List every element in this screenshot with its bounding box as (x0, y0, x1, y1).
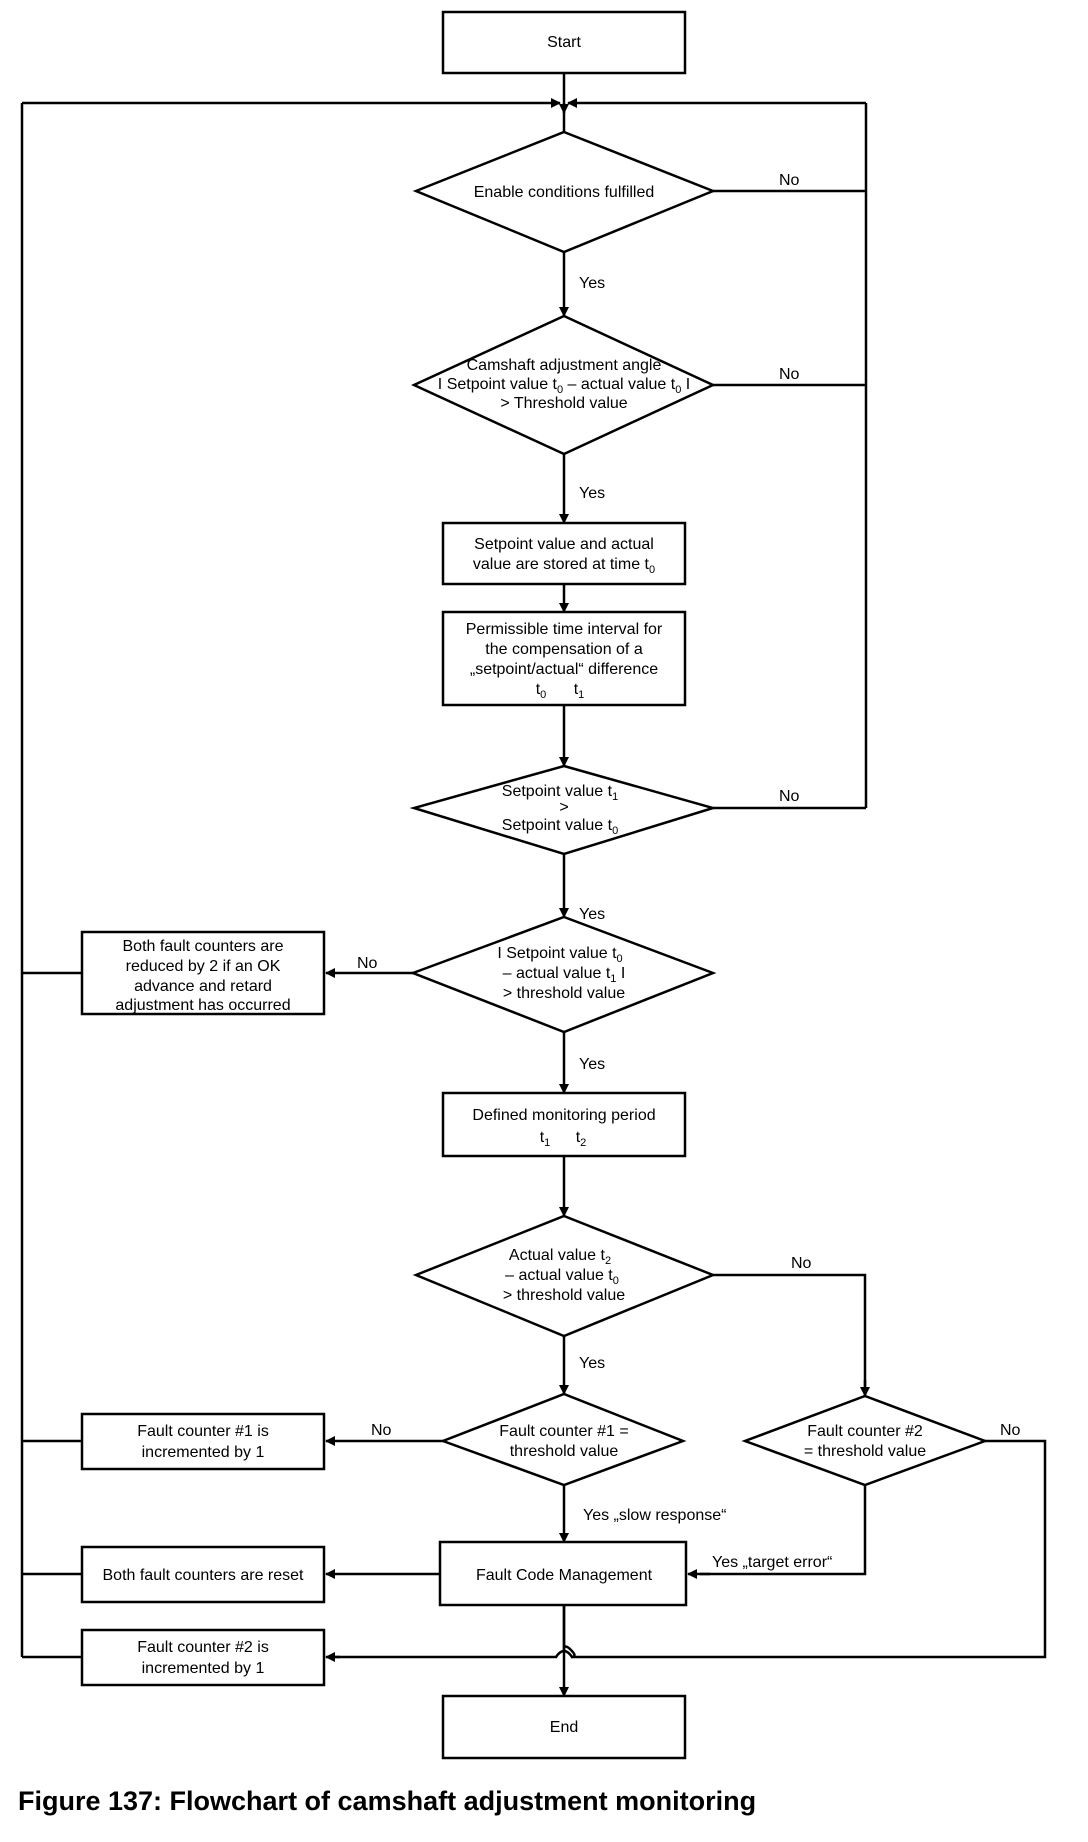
reset-process: Both fault counters are reset (80, 1545, 326, 1604)
stored-line2: value are stored at time t0 (473, 556, 655, 576)
fc1-check-decision: Fault counter #1 = threshold value (439, 1392, 687, 1487)
label-no-enable: No (779, 172, 800, 189)
setpoint-line2: > (559, 799, 568, 816)
fc2-check-decision: Fault counter #2 = threshold value (741, 1394, 989, 1487)
reduced-line2: reduced by 2 if an OK (126, 958, 281, 975)
actual-line2: – actual value t0 (505, 1267, 619, 1287)
setpoint-line3: Setpoint value t0 (502, 817, 618, 837)
monitoring-process: Defined monitoring period t1 t2 (441, 1091, 687, 1158)
connectors (20, 73, 1047, 1697)
label-target-error: Yes „target error“ (712, 1554, 832, 1571)
actual-line1: Actual value t2 (509, 1247, 611, 1267)
interval-t1: t1 (574, 681, 585, 701)
reduced-line4: adjustment has occurred (115, 997, 290, 1014)
interval-process: Permissible time interval for the compen… (441, 610, 687, 707)
label-no-fc1: No (371, 1422, 392, 1439)
start-node: Start (441, 10, 687, 75)
label-no-fc2: No (1000, 1422, 1021, 1439)
interval-line3: „setpoint/actual“ difference (470, 661, 658, 678)
diff-line2: – actual value t1 I (503, 965, 626, 985)
edge-labels: No Yes No Yes No Yes No Yes No Yes No No… (357, 172, 1021, 1571)
figure-caption: Figure 137: Flowchart of camshaft adjust… (18, 1786, 757, 1816)
both-reduced-process: Both fault counters are reduced by 2 if … (80, 930, 326, 1016)
label-yes-enable: Yes (579, 275, 605, 292)
fc2-inc-line2: incremented by 1 (142, 1660, 265, 1677)
end-label: End (550, 1719, 578, 1736)
monitoring-t1: t1 (540, 1129, 551, 1149)
camshaft-line1: Camshaft adjustment angle (467, 357, 662, 374)
fc1-inc-line2: incremented by 1 (142, 1444, 265, 1461)
label-no-setpoint: No (779, 788, 800, 805)
interval-line1: Permissible time interval for (466, 621, 663, 638)
enable-decision: Enable conditions fulfilled (412, 130, 717, 254)
end-node: End (441, 1694, 687, 1760)
fc1-inc-line1: Fault counter #1 is (137, 1423, 269, 1440)
monitoring-line1: Defined monitoring period (472, 1107, 655, 1124)
fc1-check-line2: threshold value (510, 1443, 619, 1460)
label-no-actual: No (791, 1255, 812, 1272)
actual-decision: Actual value t2 – actual value t0 > thre… (412, 1214, 717, 1338)
label-slow-response: Yes „slow response“ (583, 1507, 726, 1524)
stored-line1: Setpoint value and actual (474, 536, 654, 553)
fault-management-label: Fault Code Management (476, 1567, 653, 1584)
camshaft-line3: > Threshold value (500, 395, 627, 412)
label-yes-actual: Yes (579, 1355, 605, 1372)
interval-line2: the compensation of a (485, 641, 643, 658)
fault-management-process: Fault Code Management (438, 1540, 688, 1607)
stored-process: Setpoint value and actual value are stor… (441, 521, 687, 586)
diff-line3: > threshold value (503, 985, 625, 1002)
start-label: Start (547, 34, 581, 51)
difference-decision: I Setpoint value t0 – actual value t1 I … (409, 915, 717, 1034)
diff-line1: I Setpoint value t0 (497, 945, 622, 965)
camshaft-decision: Camshaft adjustment angle I Setpoint val… (411, 314, 716, 456)
fc2-increment-process: Fault counter #2 is incremented by 1 (80, 1628, 326, 1687)
fc2-check-line2: = threshold value (804, 1443, 926, 1460)
reduced-line1: Both fault counters are (123, 938, 284, 955)
fc2-check-line1: Fault counter #2 (807, 1423, 923, 1440)
fc1-increment-process: Fault counter #1 is incremented by 1 (80, 1412, 326, 1471)
label-yes-setpoint: Yes (579, 906, 605, 923)
label-yes-camshaft: Yes (579, 485, 605, 502)
actual-line3: > threshold value (503, 1287, 625, 1304)
label-no-diff: No (357, 955, 378, 972)
label-no-camshaft: No (779, 366, 800, 383)
enable-label: Enable conditions fulfilled (474, 184, 655, 201)
label-yes-diff: Yes (579, 1056, 605, 1073)
interval-t0: t0 (536, 681, 547, 701)
setpoint-line1: Setpoint value t1 (502, 783, 618, 803)
reset-label: Both fault counters are reset (103, 1567, 305, 1584)
fc2-inc-line1: Fault counter #2 is (137, 1639, 269, 1656)
reduced-line3: advance and retard (134, 978, 272, 995)
monitoring-t2: t2 (576, 1129, 587, 1149)
fc1-check-line1: Fault counter #1 = (499, 1423, 628, 1440)
camshaft-line2: I Setpoint value t0 – actual value t0 I (438, 376, 690, 396)
setpoint-decision: Setpoint value t1 > Setpoint value t0 (409, 764, 718, 856)
